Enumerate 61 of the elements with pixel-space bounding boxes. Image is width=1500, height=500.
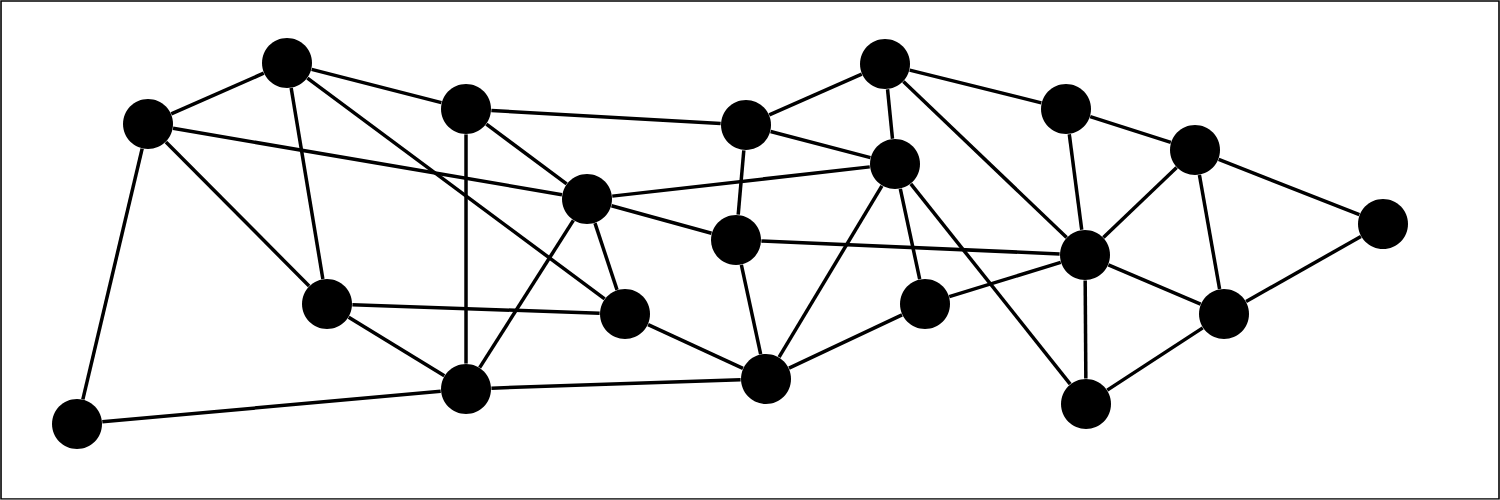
circle-node [1060, 230, 1110, 280]
edge-line [311, 67, 442, 105]
circle-node [262, 38, 312, 88]
edge-line [352, 303, 600, 315]
edge-line [81, 148, 144, 400]
edge-line [761, 239, 1060, 256]
edge-line [768, 72, 863, 117]
edge-line [593, 222, 619, 291]
circle-node [1199, 289, 1249, 339]
edge-line [1083, 280, 1088, 379]
edge-line [898, 188, 922, 280]
edge-line [1089, 115, 1172, 144]
circle-node [302, 279, 352, 329]
edge-line [464, 134, 468, 364]
circle-node [860, 39, 910, 89]
edge-line [611, 204, 712, 235]
circle-node [1041, 84, 1091, 134]
edge-line [1245, 235, 1362, 303]
edge-line [491, 378, 741, 390]
edge-line [1107, 263, 1202, 306]
edge-line [909, 68, 1042, 105]
circle-node [441, 364, 491, 414]
edge-line [289, 87, 325, 280]
circle-node [562, 174, 612, 224]
circle-node [1170, 125, 1220, 175]
edge-line [770, 129, 871, 160]
circle-node [123, 99, 173, 149]
edge-line [902, 80, 1068, 239]
circle-node [600, 289, 650, 339]
edge-line [885, 89, 895, 139]
edge-line [1218, 157, 1360, 217]
edge-line [485, 122, 568, 186]
edge-line [1067, 133, 1084, 231]
edge-line [736, 150, 746, 215]
edge-line [1197, 174, 1222, 290]
edge-line [102, 389, 441, 424]
circle-node [711, 215, 761, 265]
circle-node [1358, 199, 1408, 249]
edge-line [948, 260, 1062, 299]
edge-line [491, 108, 721, 126]
edge-line [788, 313, 903, 370]
edge-line [172, 126, 563, 197]
circle-node [52, 399, 102, 449]
edge-line [170, 71, 265, 116]
circle-node [441, 84, 491, 134]
edge-line [612, 165, 870, 198]
edge-line [306, 76, 606, 301]
circle-node [900, 279, 950, 329]
circle-node [1061, 379, 1111, 429]
edge-line [647, 323, 744, 370]
edge-line [478, 219, 575, 369]
edge-line [739, 264, 763, 355]
edge-line [1106, 326, 1204, 392]
circle-node [741, 354, 791, 404]
circle-node [870, 139, 920, 189]
edge-line [1102, 166, 1178, 239]
edge-line [347, 315, 446, 378]
edge-line [777, 184, 884, 359]
circle-node [721, 100, 771, 150]
edge-line [164, 140, 311, 288]
edge-line [909, 182, 1072, 386]
